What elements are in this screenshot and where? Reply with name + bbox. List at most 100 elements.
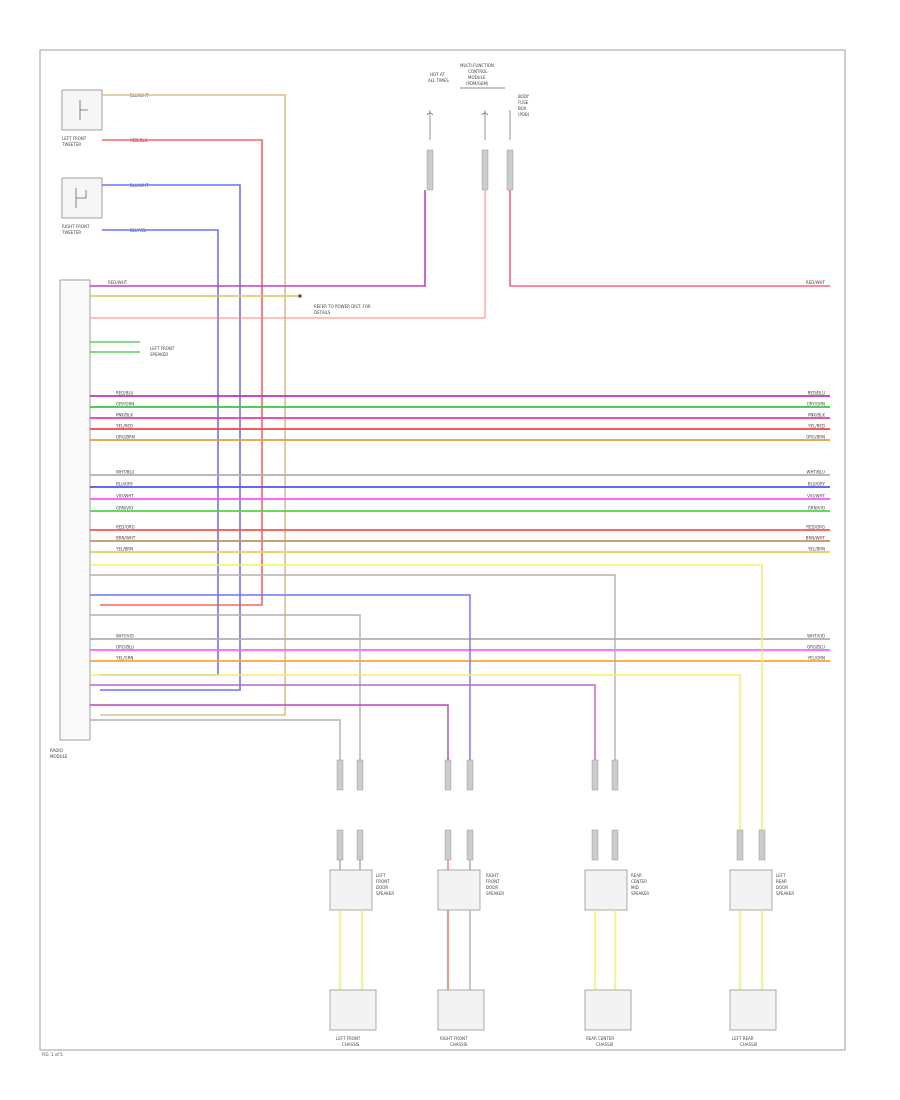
harness-wire-label-left: PNK/BLK — [116, 413, 133, 418]
harness-wire-label-right: YEL/RED — [807, 424, 825, 429]
speaker-group-2 — [437, 759, 485, 1031]
harness-wire-label-right: GRY/GRN — [807, 402, 825, 407]
drop-2b — [90, 594, 471, 760]
conn4-label-3: DOOR — [776, 885, 788, 890]
harness-wire-label-right: GRN/VIO — [808, 506, 825, 511]
harness-wire-label-right: WHT/BLU — [807, 470, 826, 475]
harness-wire-label-right: BRN/WHT — [806, 536, 826, 541]
fuse-box-label-4: (PDB) — [518, 112, 530, 117]
conn3-label-3: MID — [631, 885, 639, 890]
wire-tweeter-blu1 — [100, 184, 241, 691]
power-label-1: HOT AT — [430, 72, 445, 77]
drop-2a — [90, 704, 449, 760]
conn2-label-4: SPEAKER — [486, 891, 504, 896]
conn3-label-4: SPEAKER — [631, 891, 649, 896]
main-module-label-4: (PDM/GEM) — [466, 81, 489, 86]
harness-wire-label-right: WHT/VIO — [807, 634, 825, 639]
left-tweeter-symbol — [79, 100, 88, 120]
speaker-group-1 — [329, 759, 377, 1031]
left-tweeter-label-2: TWEETER — [61, 142, 81, 147]
bottom-spk3-label-1: REAR CENTER — [586, 1036, 614, 1041]
harness-wire-label-left: RED/ORG — [116, 525, 135, 530]
radio-module-label-2: MODULE — [50, 754, 68, 759]
harness-wire-label-right: RED/ORG — [806, 525, 825, 530]
harness-wire-label-right: ORG/BLU — [807, 645, 825, 650]
harness-wire-label-left: GRY/GRN — [116, 402, 134, 407]
conn4-label-1: LEFT — [776, 873, 786, 878]
left-tweeter-label-1: LEFT FRONT — [62, 136, 87, 141]
right-ignition-label: RED/WHT — [806, 280, 826, 285]
harness-wire-label-left: BRN/WHT — [116, 536, 136, 541]
power-label-2: ALL TIMES — [428, 78, 449, 83]
splice-note: REFER TO POWER DIST. FOR — [314, 304, 371, 309]
right-tweeter-label-2: TWEETER — [61, 230, 81, 235]
drop-3b — [90, 574, 616, 760]
harness-wire-label-right: YEL/BRN — [807, 547, 825, 552]
harness-wire-label-right: BLU/GRY — [808, 482, 826, 487]
drop-4a — [90, 674, 741, 830]
fuse-symbol-right — [481, 110, 511, 140]
wire-fuse-mid — [90, 190, 486, 319]
bottom-spk4-label-1: LEFT REAR — [732, 1036, 754, 1041]
page-reference: FIG. 1 of 5 — [42, 1052, 63, 1057]
bottom-spk4-label-2: CHASSIS — [740, 1042, 758, 1047]
conn3-label-2: CENTER — [631, 879, 647, 884]
fuse-symbol-left — [426, 110, 434, 140]
conn4-label-2: REAR — [776, 879, 787, 884]
harness-wire-label-right: VIO/WHT — [807, 494, 825, 499]
fuse-box-label-2: FUSE — [518, 100, 529, 105]
harness-wire-label-right: YEL/GRN — [807, 656, 825, 661]
harness-wire-label-left: ORG/BLU — [116, 645, 134, 650]
conn4-label-4: SPEAKER — [776, 891, 794, 896]
harness-wire-label-right: ORG/BRN — [806, 435, 825, 440]
wire-tweeter-top — [100, 94, 286, 716]
harness-wire-label-left: WHT/BLU — [116, 470, 135, 475]
harness-wire-label-left: YEL/RED — [115, 424, 133, 429]
radio-module-label-1: RADIO — [50, 748, 63, 753]
conn2-label-3: DOOR — [486, 885, 498, 890]
bottom-spk3-label-2: CHASSIS — [596, 1042, 614, 1047]
splice-note-2: DETAILS — [314, 310, 331, 315]
harness-wire-label-right: RED/BLU — [808, 391, 826, 396]
speaker-group-4 — [729, 829, 777, 1031]
harness-wire-label-left: ORG/BRN — [116, 435, 135, 440]
harness-wire-label-left: GRN/VIO — [116, 506, 133, 511]
drop-4b — [90, 564, 763, 830]
fuse-box-label-3: BOX — [518, 106, 527, 111]
harness-wire-label-left: VIO/WHT — [116, 494, 134, 499]
harness-wire-label-left: YEL/GRN — [115, 656, 133, 661]
drop-1a — [90, 719, 341, 760]
main-module-label-1: MULTI-FUNCTION — [460, 63, 494, 68]
main-module-label-2: CONTROL — [468, 69, 488, 74]
bottom-spk1-label-1: LEFT FRONT — [336, 1036, 361, 1041]
conn2-label-1: RIGHT — [486, 873, 499, 878]
speaker-group-3 — [584, 759, 632, 1031]
conn1-label-1: LEFT — [376, 873, 386, 878]
ground-note-1: LEFT FRONT — [150, 346, 175, 351]
bottom-spk2-label-1: RIGHT FRONT — [440, 1036, 468, 1041]
conn3-label-1: REAR — [631, 873, 642, 878]
drop-3a — [90, 684, 596, 760]
main-module-label-3: MODULE — [468, 75, 486, 80]
ground-note-2: SPEAKER — [150, 352, 168, 357]
bottom-spk2-label-2: CHASSIS — [450, 1042, 468, 1047]
conn1-label-3: DOOR — [376, 885, 388, 890]
harness-wire-label-left: WHT/VIO — [116, 634, 134, 639]
conn1-label-2: FRONT — [376, 879, 390, 884]
wire-tweeter-red — [100, 139, 263, 606]
harness-wire-label-left: YEL/BRN — [115, 547, 133, 552]
conn1-label-4: SPEAKER — [376, 891, 394, 896]
diagram-frame — [39, 49, 846, 1051]
right-tweeter-label-1: RIGHT FRONT — [62, 224, 90, 229]
radio-module — [59, 279, 91, 741]
splice-dot — [298, 294, 302, 298]
harness-wire-label-left: BLU/GRY — [116, 482, 134, 487]
wire-ignition-feed — [90, 190, 426, 287]
conn2-label-2: FRONT — [486, 879, 500, 884]
bottom-spk1-label-2: CHASSIS — [342, 1042, 360, 1047]
drop-1b — [90, 614, 361, 760]
fuse-box-label-1: BODY — [518, 94, 530, 99]
harness-wire-label-right: PNK/BLK — [808, 413, 825, 418]
